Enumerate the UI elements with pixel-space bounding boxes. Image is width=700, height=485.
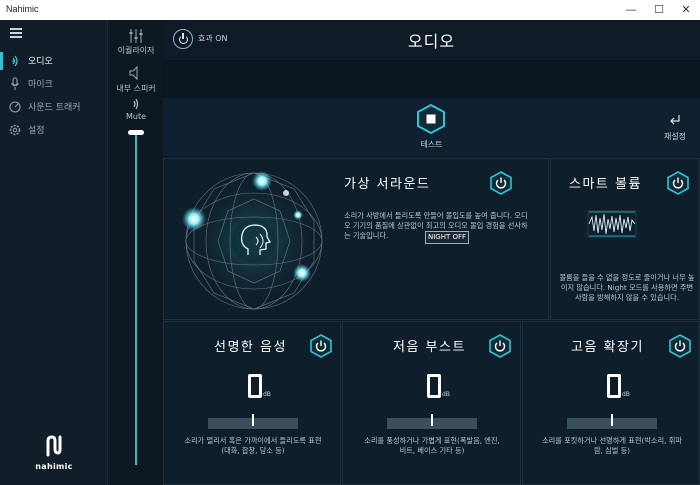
- volume-slider-thumb[interactable]: [128, 130, 144, 135]
- surround-description: 소리가 사방에서 들리도록 만들어 몰입도를 높여 줍니다. 오디오 기기의 품…: [344, 211, 528, 240]
- effect-power-icon[interactable]: [173, 29, 193, 49]
- surround-sphere-illustration: [174, 159, 324, 323]
- nahimic-logo-icon: [28, 435, 80, 462]
- effect-status-label: 효과 ON: [198, 34, 228, 43]
- maximize-button[interactable]: ☐: [654, 3, 664, 16]
- nav-item-settings[interactable]: 설정: [0, 119, 107, 141]
- equalizer-icon[interactable]: [126, 28, 146, 44]
- clear-voice-slider[interactable]: [208, 414, 298, 429]
- reset-arrow-icon: [660, 114, 690, 129]
- treble-title: 고음 확장기: [571, 340, 644, 355]
- logo-wordmark: nahimic: [35, 462, 73, 471]
- clear-voice-slider-thumb[interactable]: [252, 414, 254, 426]
- bass-boost-title: 저음 부스트: [393, 340, 466, 355]
- reset-button[interactable]: 재설정: [660, 114, 690, 142]
- active-indicator: [0, 52, 3, 70]
- clear-voice-value-display: [248, 374, 262, 398]
- bass-boost-description: 소리를 풍성하거나 가볍게 표현(폭발음, 엔진, 비트, 베이스 기타 등): [364, 436, 500, 455]
- surround-power-toggle[interactable]: [490, 171, 512, 195]
- mute-label[interactable]: Mute: [125, 112, 147, 121]
- radar-icon: [9, 100, 21, 114]
- gear-icon: [9, 123, 21, 137]
- nav-item-microphone[interactable]: 마이크: [0, 73, 107, 95]
- nav-item-sound-tracker[interactable]: 사운드 트래커: [0, 96, 107, 118]
- main-area: 효과 ON 오디오 테스트 재설정: [163, 20, 700, 485]
- nav-label-audio: 오디오: [28, 57, 53, 67]
- clear-voice-title: 선명한 음성: [214, 340, 287, 355]
- test-button[interactable]: [416, 103, 446, 135]
- test-label: 테스트: [420, 140, 443, 149]
- treble-unit: dB: [622, 391, 630, 398]
- window-title: Nahimic: [6, 4, 39, 14]
- left-navigation: 오디오 마이크 사운드 트래커 설정 nahimic: [0, 20, 107, 485]
- speaker-label: 내부 스피커: [116, 84, 156, 93]
- bass-boost-slider-thumb[interactable]: [431, 414, 433, 426]
- microphone-icon: [9, 77, 21, 91]
- hamburger-menu-icon[interactable]: [10, 28, 22, 38]
- clear-voice-description: 소리가 멀리서 혹은 가까이에서 들리도록 표현(대화, 합창, 당소 등): [184, 436, 322, 455]
- treble-slider-thumb[interactable]: [611, 414, 613, 426]
- bass-boost-slider[interactable]: [387, 414, 477, 429]
- treble-panel: 고음 확장기 dB 소리를 포킷하거나 선명하게 표현(박소리, 휘파람, 심벌…: [522, 321, 700, 485]
- window-titlebar: Nahimic — ☐ ✕: [0, 0, 700, 20]
- nav-item-audio[interactable]: 오디오: [0, 50, 107, 72]
- smart-volume-panel: 스마트 볼륨 볼륨을 들을 수 없을 정도로 줄이거나 너무 높이지 않습니다.…: [550, 158, 700, 320]
- audio-toolbar: 이퀄라이저 내부 스피커 Mute: [107, 20, 163, 485]
- surround-title: 가상 서라운드: [344, 177, 431, 192]
- smart-volume-description: 볼륨을 들을 수 없을 정도로 줄이거나 너무 높이지 않습니다. Night …: [559, 273, 695, 302]
- volume-waves-icon: [126, 97, 146, 113]
- treble-power-toggle[interactable]: [669, 334, 691, 358]
- treble-value-display: [607, 374, 621, 398]
- test-row: 테스트 재설정: [163, 98, 700, 156]
- night-mode-button[interactable]: NIGHT OFF: [425, 231, 469, 244]
- header-bar: 효과 ON 오디오: [163, 20, 700, 58]
- virtual-surround-panel: 가상 서라운드 소리가 사방에서 들리도록 만들어 몰입도를 높여 줍니다. 오…: [163, 158, 549, 320]
- page-title: 오디오: [407, 32, 456, 51]
- bass-boost-power-toggle[interactable]: [489, 334, 511, 358]
- equalizer-label: 이퀄라이저: [117, 46, 155, 55]
- reset-label: 재설정: [663, 132, 687, 141]
- bass-boost-panel: 저음 부스트 dB 소리를 풍성하거나 가볍게 표현(폭발음, 엔진, 비트, …: [342, 321, 521, 485]
- smart-volume-power-toggle[interactable]: [667, 171, 689, 195]
- bass-boost-value-display: [427, 374, 441, 398]
- nav-label-microphone: 마이크: [28, 80, 53, 90]
- minimize-button[interactable]: —: [625, 3, 637, 16]
- smart-volume-waveform-icon: [587, 209, 637, 243]
- close-button[interactable]: ✕: [681, 3, 691, 16]
- speaker-icon[interactable]: [126, 65, 146, 81]
- bass-boost-unit: dB: [442, 391, 450, 398]
- audio-waves-icon: [9, 54, 21, 68]
- treble-description: 소리를 포킷하거나 선명하게 표현(박소리, 휘파람, 심벌 등): [542, 436, 682, 455]
- volume-slider-track[interactable]: [135, 135, 137, 465]
- nav-label-sound-tracker: 사운드 트래커: [28, 103, 81, 113]
- clear-voice-panel: 선명한 음성 dB 소리가 멀리서 혹은 가까이에서 들리도록 표현(대화, 합…: [163, 321, 341, 485]
- clear-voice-power-toggle[interactable]: [310, 334, 332, 358]
- header-band: [163, 60, 700, 98]
- smart-volume-title: 스마트 볼륨: [569, 177, 642, 192]
- clear-voice-unit: dB: [263, 391, 271, 398]
- treble-slider[interactable]: [567, 414, 657, 429]
- nahimic-logo: nahimic: [28, 435, 80, 471]
- nav-label-settings: 설정: [28, 126, 45, 136]
